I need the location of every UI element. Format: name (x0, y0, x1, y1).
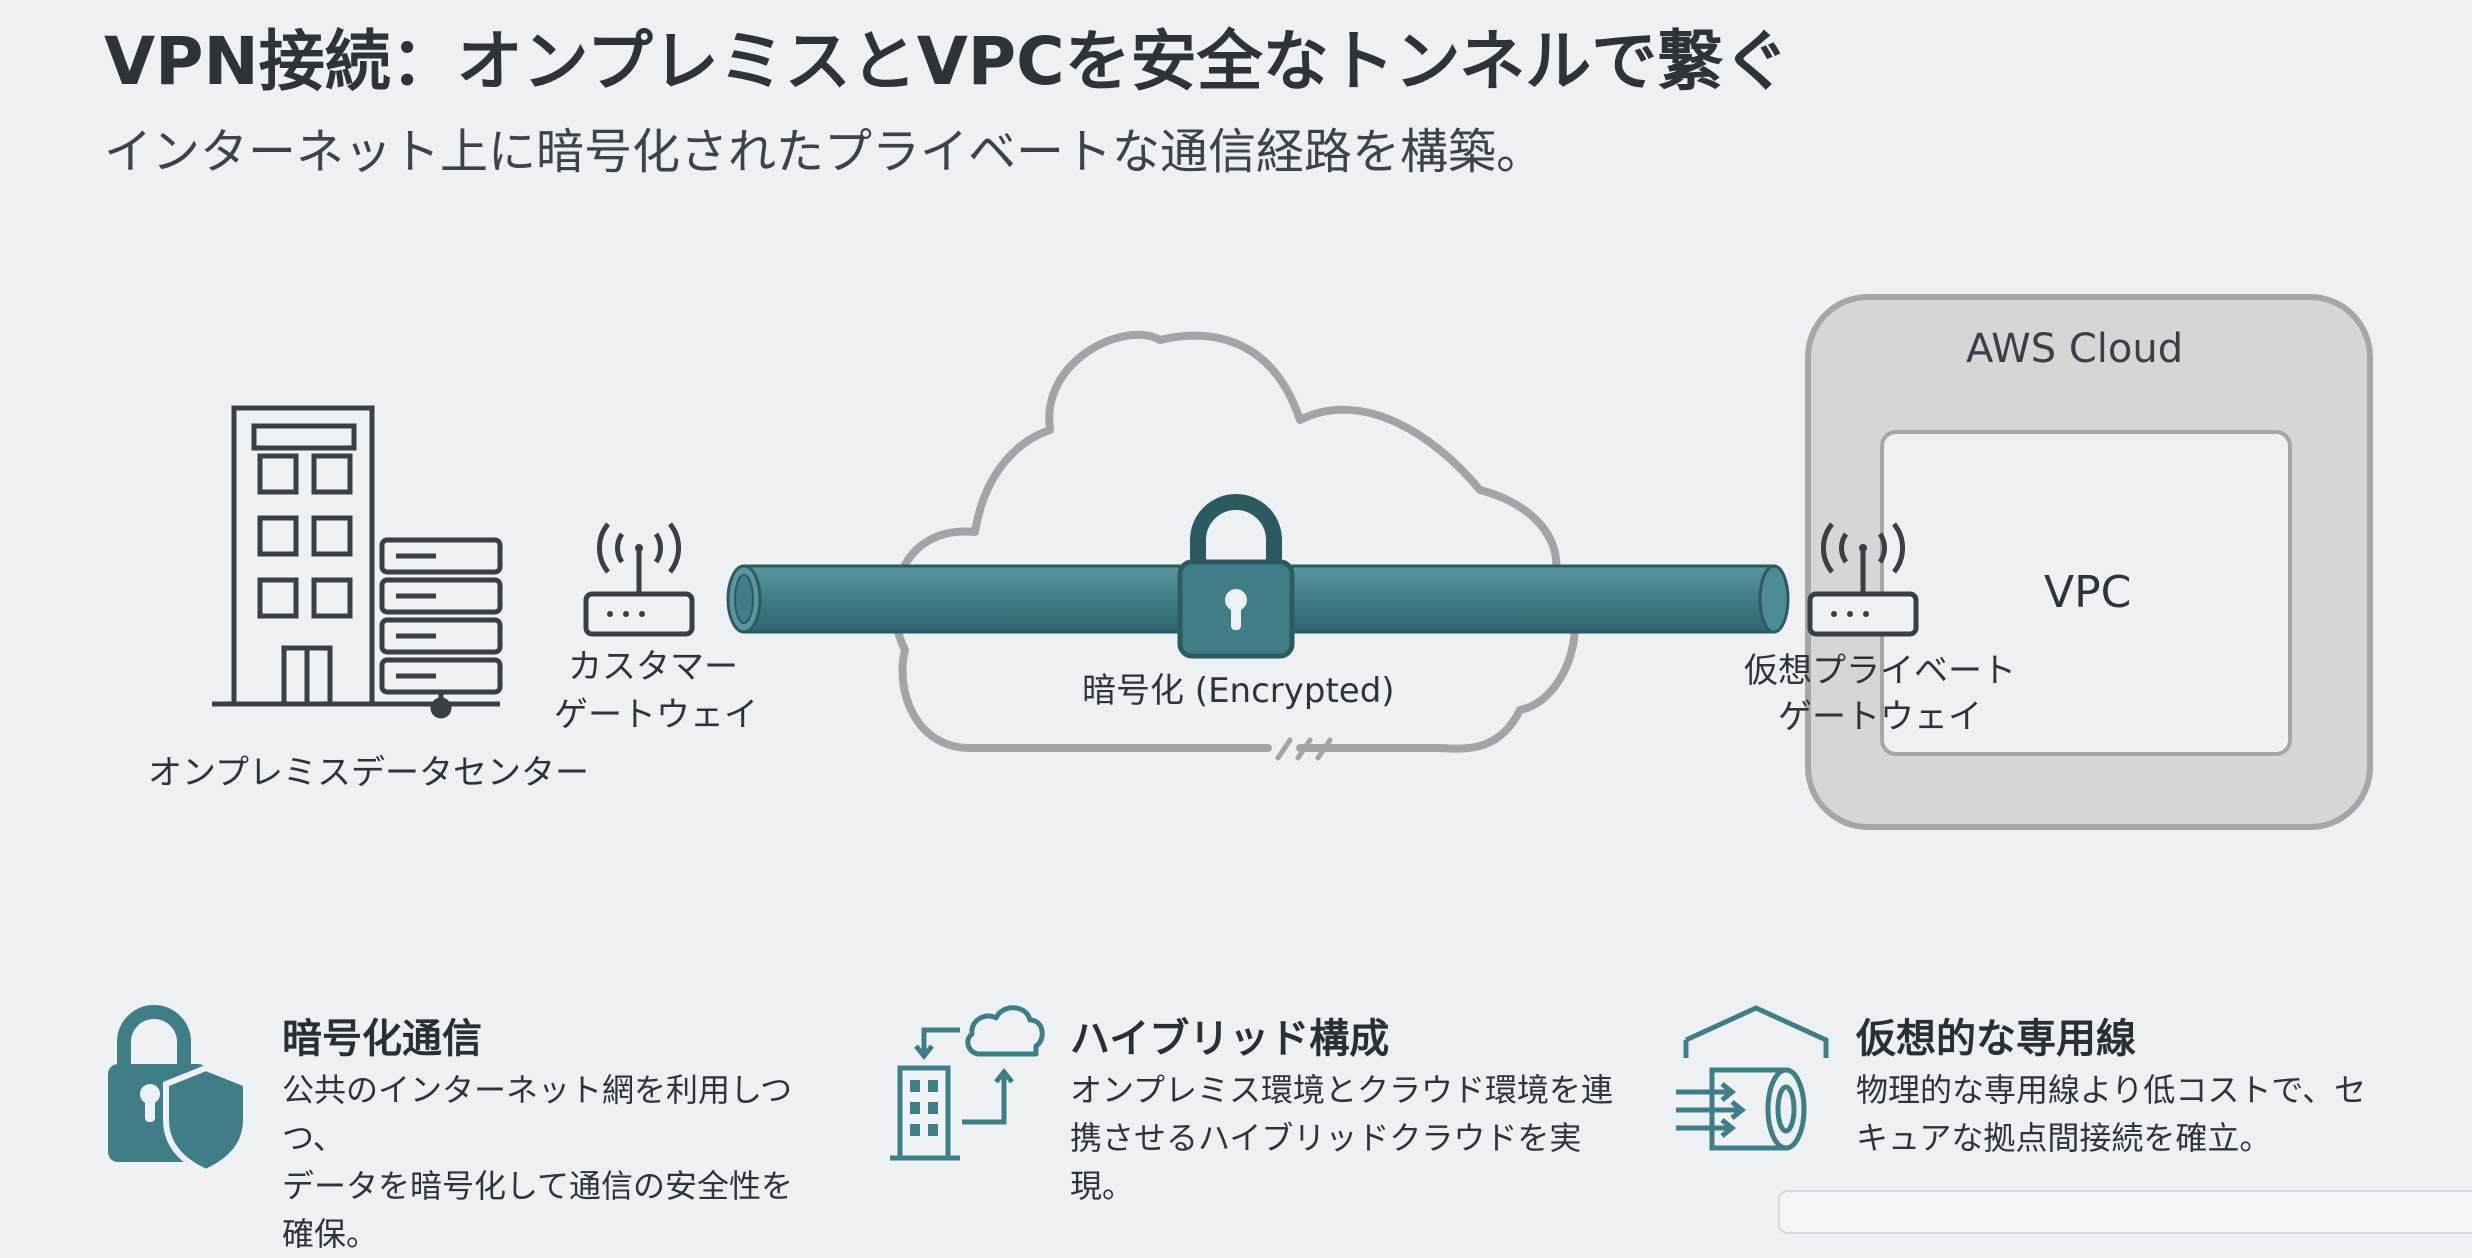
customer-gateway-label-line1: カスタマー (568, 647, 738, 687)
server-rack-icon (379, 537, 503, 719)
datacenter-label: オンプレミスデータセンター (148, 753, 589, 793)
virtual-gateway-label-line1: 仮想プライベート (1744, 651, 2016, 691)
customer-gateway-label-line2: ゲートウェイ (554, 695, 758, 735)
page-title: VPN接続：オンプレミスとVPCを安全なトンネルで繋ぐ (104, 23, 1790, 100)
footer-panel (1778, 1190, 2472, 1234)
feature-text-virtual-line: 物理的な専用線より低コストで、セ キュアな拠点間接続を確立。 (1856, 1071, 2367, 1157)
lock-shield-icon (108, 1005, 249, 1176)
tunnel-label: 暗号化 (Encrypted) (1082, 671, 1395, 711)
feature-text-encryption: 公共のインターネット網を利用しつつ、 データを暗号化して通信の安全性を 確保。 (282, 1071, 794, 1253)
feature-text-hybrid: オンプレミス環境とクラウド環境を連 携させるハイブリッドクラウドを実現。 (1070, 1071, 1614, 1205)
aws-cloud-label: AWS Cloud (1966, 326, 2184, 372)
virtual-gateway-router-icon (1807, 522, 1919, 637)
padlock-icon (1177, 494, 1295, 659)
vpc-label: VPC (2044, 567, 2132, 618)
feature-title-encryption: 暗号化通信 (282, 1016, 482, 1062)
cloud-gap-marks (1275, 737, 1333, 761)
customer-gateway-router-icon (583, 522, 695, 637)
vpn-diagram (108, 294, 2373, 1176)
virtual-line-icon (1676, 1005, 1829, 1151)
datacenter-building-icon (212, 405, 500, 707)
hybrid-cloud-icon (890, 1005, 1045, 1161)
feature-title-virtual-line: 仮想的な専用線 (1856, 1016, 2136, 1062)
feature-title-hybrid: ハイブリッド構成 (1070, 1016, 1390, 1062)
page-subtitle: インターネット上に暗号化されたプライベートな通信経路を構築。 (104, 124, 1545, 180)
virtual-gateway-label-line2: ゲートウェイ (1778, 697, 1982, 737)
